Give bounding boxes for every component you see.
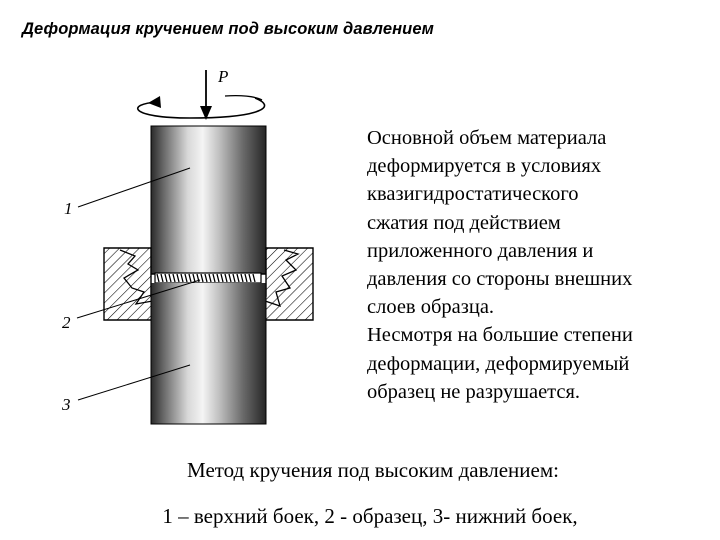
- figure-caption-title: Метод кручения под высоким давлением:: [187, 458, 559, 482]
- force-arrow: [200, 70, 212, 120]
- lower-anvil: [150, 313, 267, 425]
- description-line: Несмотря на большие степени: [367, 324, 633, 347]
- leader-line-2: [76, 279, 201, 319]
- description-line: деформируется в условиях: [367, 155, 602, 178]
- force-label: P: [217, 67, 228, 86]
- upper-anvil: [150, 125, 267, 275]
- hpt-diagram: P 1 2 3: [61, 67, 314, 425]
- description-line: квазигидростатического: [367, 183, 579, 206]
- description-line: образец не разрушается.: [367, 380, 581, 403]
- specimen: [154, 272, 262, 284]
- slide-title: Деформация кручением под высоким давлени…: [22, 20, 434, 38]
- leader-line-1: [77, 167, 191, 208]
- description-line: давления со стороны внешних: [367, 268, 633, 291]
- figure-caption-legend: 1 – верхний боек, 2 - образец, 3- нижний…: [162, 504, 578, 528]
- description-line: деформации, деформируемый: [367, 352, 630, 375]
- description-line: Основной объем материала: [367, 127, 607, 149]
- rotation-arrow: [137, 94, 266, 119]
- leader-line-3: [77, 364, 191, 401]
- label-3: 3: [61, 395, 71, 414]
- description-text: Основной объем материала деформируется в…: [367, 124, 712, 406]
- label-2: 2: [62, 313, 71, 332]
- description-line: сжатия под действием: [367, 211, 561, 234]
- label-1: 1: [64, 199, 73, 218]
- description-line: приложенного давления и: [367, 239, 594, 262]
- description-line: слоев образца.: [367, 296, 495, 319]
